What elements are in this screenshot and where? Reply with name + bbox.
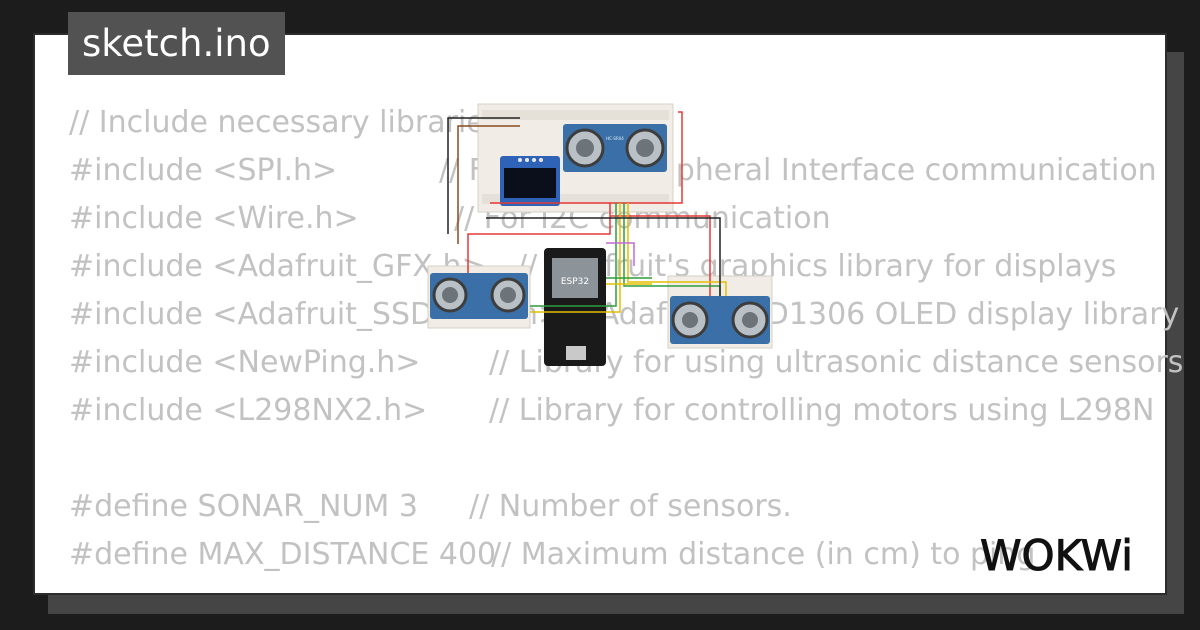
code-comment: // Library for controlling motors using …: [489, 393, 1155, 428]
ultrasonic-sensor-top: HC-SR04: [563, 124, 667, 172]
ultrasonic-sensor-left: [430, 273, 528, 319]
code-text: #include <L298NX2.h>: [69, 393, 428, 428]
code-text: #define SONAR_NUM 3: [69, 489, 418, 524]
ultrasonic-sensor-right: [670, 296, 770, 344]
code-comment: // Maximum distance (in cm) to ping: [491, 537, 1036, 572]
code-line: #include <NewPing.h>// Library for using…: [69, 343, 1183, 383]
code-comment: // Adafruit's graphics library for displ…: [517, 249, 1117, 284]
esp32-label: ESP32: [561, 277, 589, 287]
code-comment: // Number of sensors.: [469, 489, 792, 524]
code-text: #define MAX_DISTANCE 400: [69, 537, 497, 572]
circuit-diagram: HC-SR04 ESP32: [427, 103, 773, 366]
code-line: #include <SPI.h>// For Serial Peripheral…: [69, 151, 1157, 191]
wokwi-logo-text: WOKWi: [980, 531, 1133, 580]
code-line: #include <Adafruit_SSD1306.h>// Adafruit…: [69, 295, 1179, 335]
code-line: #include <Wire.h>// For I2C communicatio…: [69, 199, 831, 239]
code-line: #define MAX_DISTANCE 400// Maximum dista…: [69, 535, 1035, 575]
code-preview: // Include necessary libraries #include …: [69, 103, 1183, 583]
code-text: #include <NewPing.h>: [69, 345, 421, 380]
code-text: #include <Wire.h>: [69, 201, 359, 236]
oled-display: [500, 156, 560, 206]
code-line: #define SONAR_NUM 3 // Number of sensors.: [69, 487, 792, 527]
sensor-label: HC-SR04: [606, 136, 624, 141]
esp32-board: ESP32: [544, 248, 606, 366]
code-text: #include <SPI.h>: [69, 153, 338, 188]
wires: [447, 111, 727, 313]
wokwi-logo: WOKWi: [980, 531, 1134, 581]
code-line: #include <L298NX2.h> // Library for contr…: [69, 391, 1154, 431]
file-tab[interactable]: sketch.ino: [68, 12, 285, 75]
